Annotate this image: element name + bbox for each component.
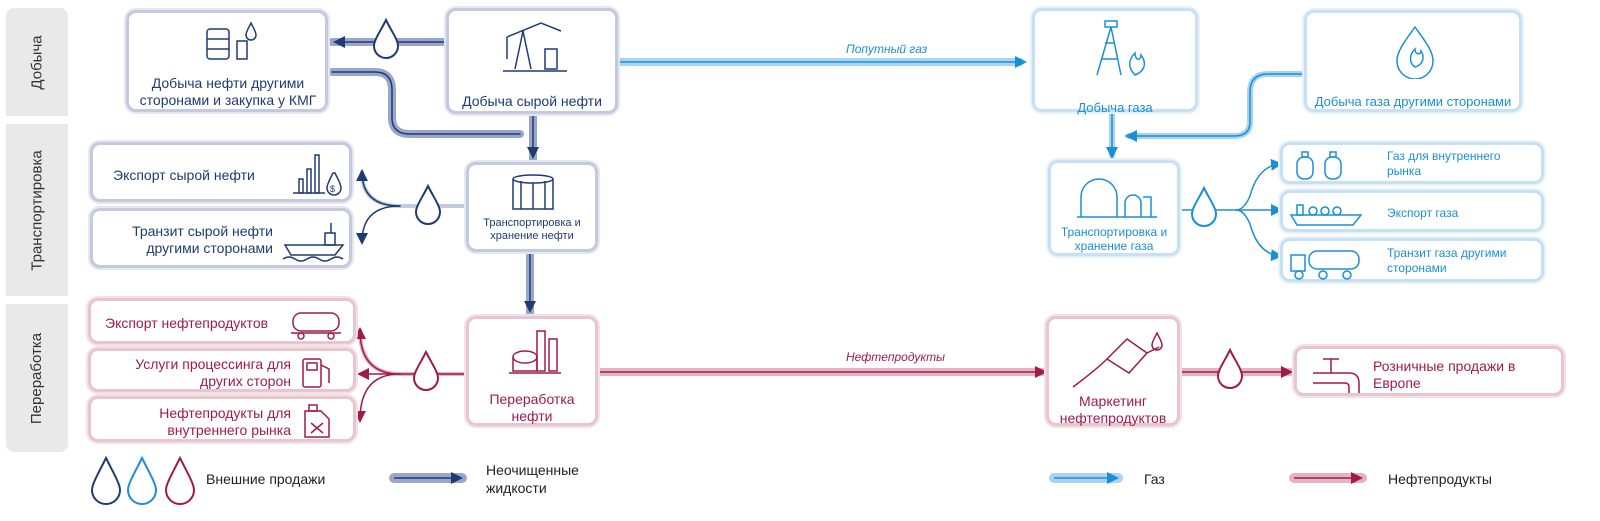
drop-icon <box>414 183 442 225</box>
crude-export-label: Экспорт сырой нефти <box>113 167 255 183</box>
box-marketing: Маркетинг нефтепродуктов <box>1046 316 1180 426</box>
pipe-valve-icon <box>1313 358 1360 393</box>
product-split-up <box>354 327 401 375</box>
oil-by-others-label: Добыча нефти другими сторонами и закупка… <box>139 75 317 108</box>
storage-tank-icon <box>512 174 554 210</box>
box-gas-production: Добыча газа <box>1032 8 1198 115</box>
box-crude-transit: Транзит сырой нефти другими сторонами <box>90 208 352 268</box>
gas-transport-label: Транспортировка и хранение газа <box>1060 225 1168 253</box>
drop-icon <box>1216 347 1244 389</box>
box-processing-services: Услуги процессинга для других сторон <box>88 348 356 392</box>
box-product-export: Экспорт нефтепродуктов <box>88 298 356 344</box>
tanker-ship-icon <box>282 223 345 262</box>
export-chart-dollar-icon: $ <box>293 154 342 196</box>
legend-products: Нефтепродукты <box>1388 471 1492 487</box>
product-split-down <box>354 373 401 423</box>
gas-export-label: Экспорт газа <box>1387 206 1459 220</box>
fuel-dispenser-icon <box>302 358 330 388</box>
box-oil-by-others: Добыча нефти другими сторонами и закупка… <box>126 10 328 112</box>
gas-truck-icon <box>1290 250 1360 280</box>
box-gas-domestic: Газ для внутреннего рынка <box>1280 142 1544 184</box>
stage-production: Добыча <box>6 8 68 116</box>
legend-gas: Газ <box>1144 471 1165 487</box>
box-domestic-products: Нефтепродукты для внутреннего рынка <box>88 396 356 442</box>
box-oil-transport: Транспортировка и хранение нефти <box>466 162 598 252</box>
box-gas-by-others: Добыча газа другими сторонами <box>1304 10 1522 112</box>
box-crude-production: Добыча сырой нефти <box>446 8 618 114</box>
gas-by-others-label: Добыча газа другими сторонами <box>1314 94 1512 109</box>
box-gas-transit: Транзит газа другими сторонами <box>1280 238 1544 282</box>
oil-transport-label: Транспортировка и хранение нефти <box>483 217 581 242</box>
refining-label: Переработка нефти <box>489 391 575 424</box>
fuel-nozzle-icon <box>1072 331 1163 388</box>
lng-ship-icon <box>1289 204 1363 226</box>
drop-icon <box>412 349 440 391</box>
box-retail-europe: Розничные продажи в Европе <box>1294 346 1564 396</box>
gas-transit-label: Транзит газа другими сторонами <box>1387 246 1507 275</box>
gas-domestic-label: Газ для внутреннего рынка <box>1387 149 1501 178</box>
processing-services-label: Услуги процессинга для других сторон <box>135 356 291 389</box>
svg-text:$: $ <box>330 184 335 194</box>
drop-icon <box>372 17 400 59</box>
box-refining: Переработка нефти <box>466 316 598 426</box>
oil-split-down <box>356 205 401 245</box>
box-gas-export: Экспорт газа <box>1280 190 1544 232</box>
crude-transit-label: Транзит сырой нефти другими сторонами <box>132 223 273 256</box>
canister-icon <box>304 404 330 438</box>
gas-tank-storage-icon <box>1077 178 1157 218</box>
legend-external-sales: Внешние продажи <box>206 471 326 487</box>
domestic-products-label: Нефтепродукты для внутреннего рынка <box>159 405 291 438</box>
drop-icon <box>1190 185 1218 227</box>
stage-processing: Переработка <box>6 304 68 452</box>
pumpjack-icon <box>503 22 567 72</box>
product-export-label: Экспорт нефтепродуктов <box>105 315 269 331</box>
box-gas-transport: Транспортировка и хранение газа <box>1048 160 1180 256</box>
crude-production-label: Добыча сырой нефти <box>462 93 602 109</box>
gas-cylinders-icon <box>1296 151 1342 180</box>
retail-europe-label: Розничные продажи в Европе <box>1373 358 1516 391</box>
rail-tank-car-icon <box>291 312 341 340</box>
legend-crude-liquids: Неочищенные жидкости <box>486 462 579 496</box>
stage-transport: Транспортировка <box>6 124 68 296</box>
gas-split-down <box>1235 209 1283 262</box>
marketing-label: Маркетинг нефтепродуктов <box>1059 393 1167 426</box>
box-crude-export: Экспорт сырой нефти $ <box>90 142 352 202</box>
barrels-drop-icon <box>206 21 257 60</box>
gas-production-label: Добыча газа <box>1077 100 1153 115</box>
gas-rig-fire-icon <box>1096 20 1146 76</box>
gas-flame-drop-icon <box>1396 25 1434 79</box>
associated-gas-flow-label: Попутный газ <box>846 42 928 56</box>
petroleum-products-flow-label: Нефтепродукты <box>846 350 945 364</box>
refinery-icon <box>509 330 561 374</box>
